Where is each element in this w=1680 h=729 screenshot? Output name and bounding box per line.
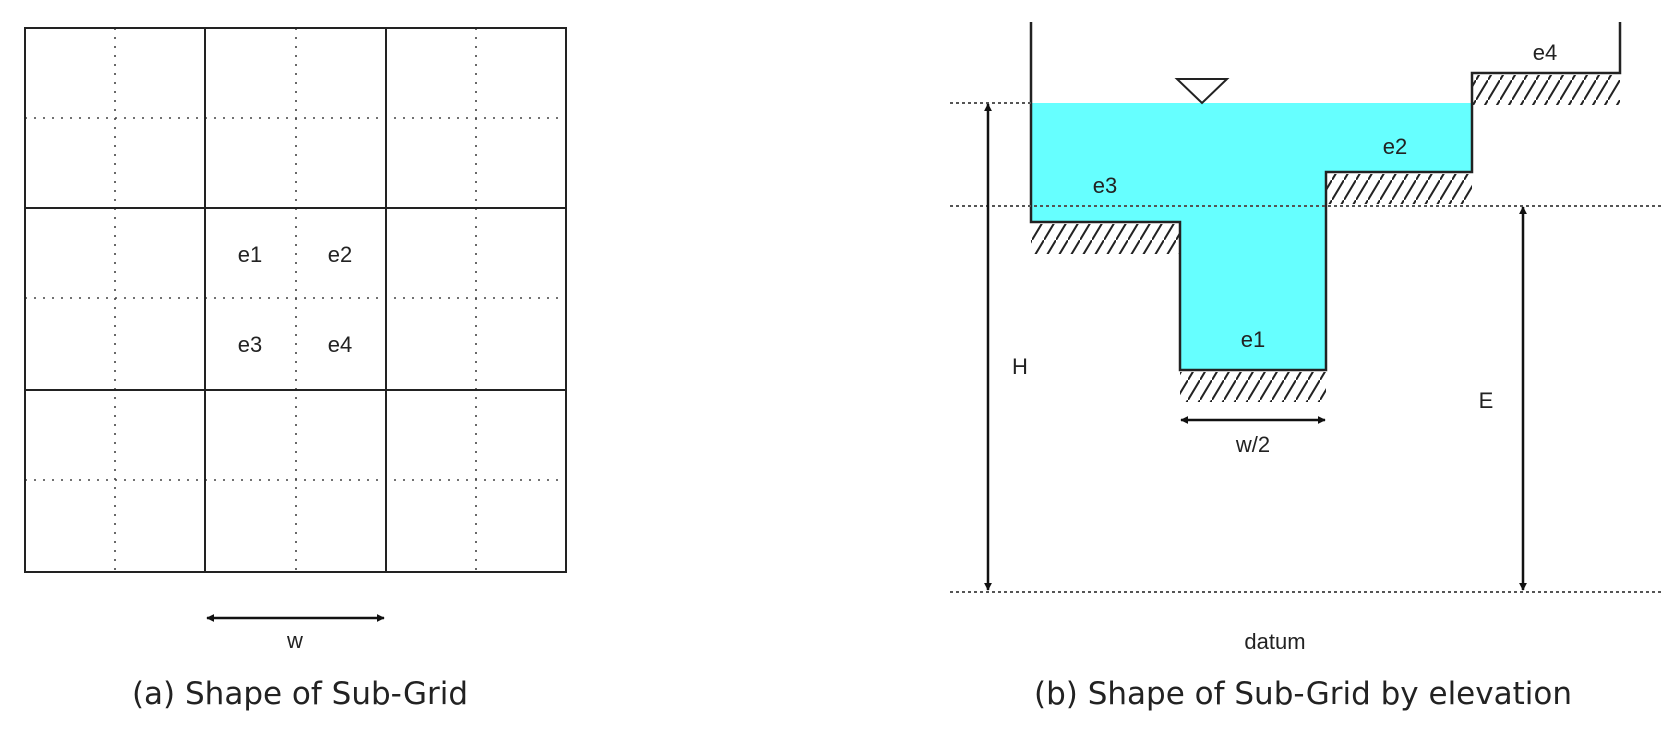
- level-label-e1: e1: [1241, 327, 1265, 352]
- subgrid-dotted-lines: [25, 28, 566, 572]
- datum-label: datum: [1244, 629, 1305, 654]
- level-label-e2: e2: [1383, 134, 1407, 159]
- panel-b: e1 e2 e3 e4 w/2 H E datum (b) Shape of S…: [950, 22, 1662, 712]
- water-surface-symbol: [1174, 78, 1230, 105]
- caption-b: (b) Shape of Sub-Grid by elevation: [1034, 676, 1572, 712]
- terrain-outline: [1029, 22, 1622, 372]
- ground-hatching: [1031, 75, 1620, 402]
- level-label-e3: e3: [1093, 173, 1117, 198]
- bed-elevation-label: E: [1479, 388, 1494, 413]
- width-label: w: [286, 628, 303, 653]
- cell-label-e2: e2: [328, 242, 352, 267]
- half-width-label: w/2: [1235, 432, 1270, 457]
- main-grid: [24, 27, 567, 573]
- panel-a: e1 e2 e3 e4 w (a) Shape of Sub-Grid: [24, 27, 567, 712]
- caption-a: (a) Shape of Sub-Grid: [132, 676, 468, 712]
- water-level-label: H: [1012, 354, 1028, 379]
- cell-label-e1: e1: [238, 242, 262, 267]
- reference-lines: [950, 102, 1662, 593]
- water-body: [1031, 103, 1472, 370]
- cell-label-e4: e4: [328, 332, 352, 357]
- cell-label-e3: e3: [238, 332, 262, 357]
- level-label-e4: e4: [1533, 40, 1557, 65]
